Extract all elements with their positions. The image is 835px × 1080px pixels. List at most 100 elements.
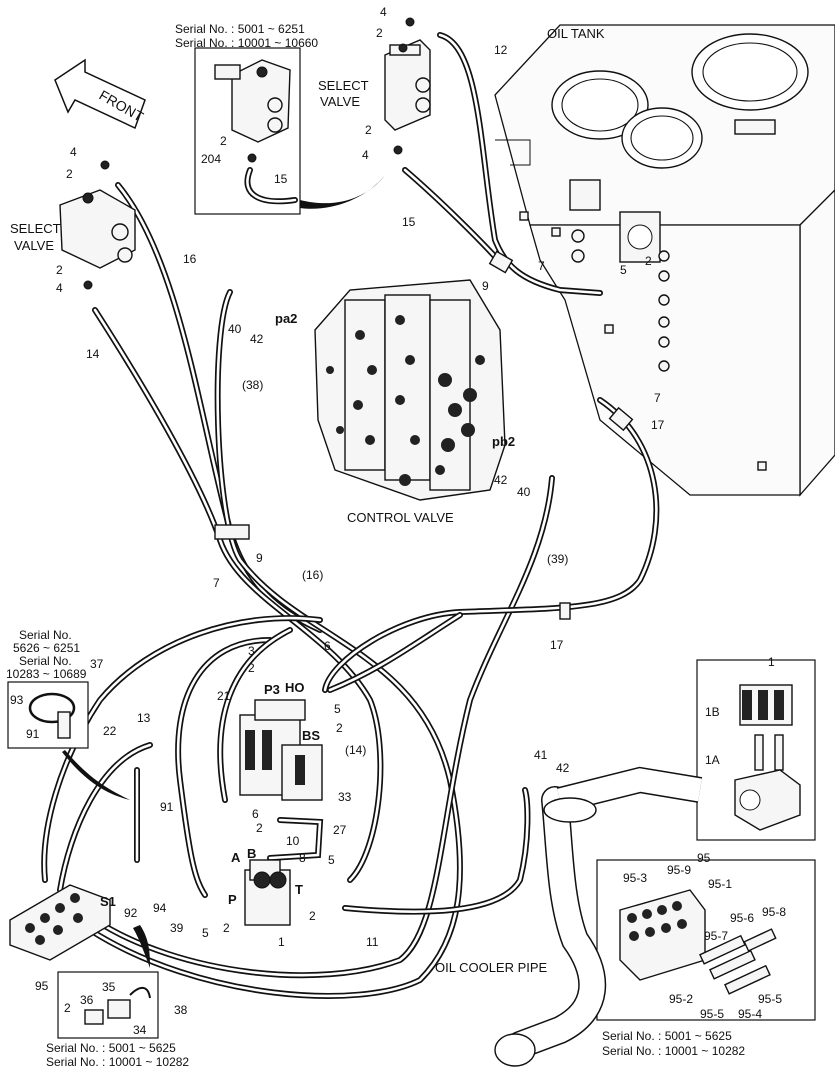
callout: 34 [133,1023,147,1037]
callout: 9 [482,279,489,293]
callout: 33 [338,790,352,804]
callout: 2 [376,26,383,40]
port-pa2-label: pa2 [275,311,297,326]
callout: 91 [160,800,174,814]
callout: 95-7 [704,929,728,943]
select-valve-right-label-2: VALVE [320,94,360,109]
callout: 12 [494,43,508,57]
callout: 2 [309,909,316,923]
control-valve [314,279,506,501]
front-arrow [54,58,146,130]
callout: 40 [228,322,242,336]
callout: 36 [80,993,94,1007]
select-valve-right-label-1: SELECT [318,78,369,93]
callout: (16) [302,568,323,582]
callout: 15 [274,172,288,186]
callout: 42 [494,473,508,487]
select-valve-left-label-2: VALVE [14,238,54,253]
oil-cooler-pipe [494,766,703,1067]
callout: 204 [201,152,221,166]
callout-numbers: 4 2 12 2 4 15 2 204 15 4 2 16 2 4 14 7 9… [10,5,786,1037]
port-b-label: B [247,846,256,861]
inset-sensor-91 [7,681,89,749]
callout: 39 [170,921,184,935]
callout: 40 [517,485,531,499]
oil-tank [494,24,835,497]
serial-top-1: Serial No. : 5001 ~ 6251 [175,22,305,36]
callout: 1A [705,753,720,767]
hose-clamps [214,250,634,620]
callout: 93 [10,693,24,707]
callout: 2 [220,134,227,148]
callout: 38 [174,1003,188,1017]
callout: 15 [402,215,416,229]
callout: 2 [223,921,230,935]
callout: 2 [336,721,343,735]
inset-manifold-95 [596,859,816,1021]
callout: 22 [103,724,117,738]
callout: 2 [66,167,73,181]
inset-pointer-91 [62,750,130,800]
callout: 41 [534,748,548,762]
callout: 2 [645,254,652,268]
callout: 10 [286,834,300,848]
serial-left-2: Serial No. [19,654,72,668]
serial-bottom-right-2: Serial No. : 10001 ~ 10282 [602,1044,745,1058]
callout: 27 [333,823,347,837]
port-pb2-label: pb2 [492,434,515,449]
callout: 95-8 [762,905,786,919]
inset-pointer-top [300,175,385,209]
port-s1-label: S1 [100,894,116,909]
callout: 95-6 [730,911,754,925]
select-valve-left-label-1: SELECT [10,221,61,236]
select-valve-right [384,17,431,155]
inset-pointer-34 [133,925,150,968]
callout: (14) [345,743,366,757]
serial-bottom-left-2: Serial No. : 10001 ~ 10282 [46,1055,189,1069]
inset-sensor-34 [57,971,159,1039]
callout: 95-9 [667,863,691,877]
callout: 17 [651,418,665,432]
callout: 1 [278,935,285,949]
oil-cooler-pipe-label: OIL COOLER PIPE [435,960,548,975]
text-labels: OIL TANK FRONT SELECT VALVE SELECT VALVE… [6,22,745,1069]
callout: 9 [256,551,263,565]
callout: 91 [26,727,40,741]
oil-tank-label: OIL TANK [547,26,605,41]
callout: 2 [64,1001,71,1015]
callout: 8 [299,851,306,865]
port-ho-label: HO [285,680,305,695]
callout: 1B [705,705,720,719]
callout: 2 [56,263,63,277]
callout: 21 [217,689,231,703]
callout: (38) [242,378,263,392]
callout: 3 [248,644,255,658]
callout: 95 [35,979,49,993]
callout: 4 [362,148,369,162]
port-bs-label: BS [302,728,320,743]
callout: 5 [202,926,209,940]
manifold-block-left [9,884,111,961]
callout: 35 [102,980,116,994]
callout: 16 [183,252,197,266]
serial-bottom-right-1: Serial No. : 5001 ~ 5625 [602,1029,732,1043]
callout: 37 [90,657,104,671]
callout: 4 [56,281,63,295]
callout: 4 [380,5,387,19]
callout: 5 [328,853,335,867]
callout: 42 [556,761,570,775]
callout: 95-4 [738,1007,762,1021]
check-valve-1 [244,859,291,926]
callout: 17 [550,638,564,652]
select-valve-left [59,160,136,290]
callout: 95-3 [623,871,647,885]
callout: 95-1 [708,877,732,891]
callout: 92 [124,906,138,920]
port-p3-label: P3 [264,682,280,697]
callout: 95-2 [669,992,693,1006]
callout: 6 [324,639,331,653]
callout: 2 [256,821,263,835]
callout: 2 [365,123,372,137]
callout: 5 [620,263,627,277]
